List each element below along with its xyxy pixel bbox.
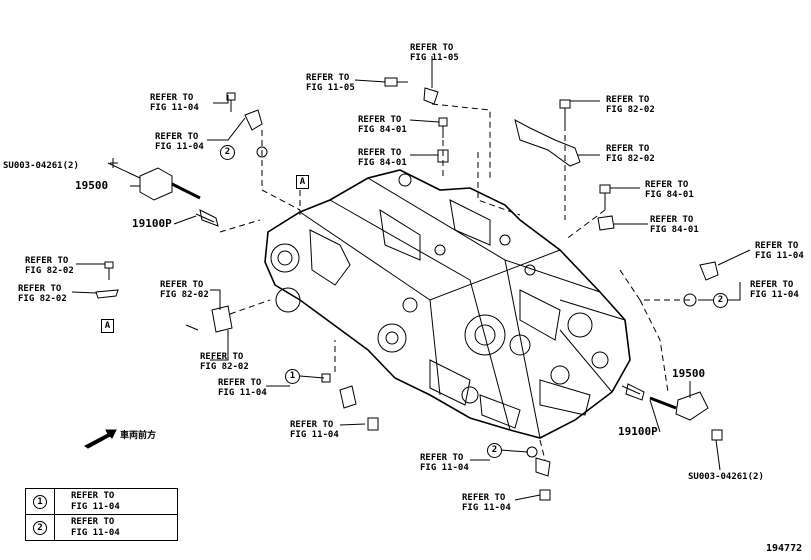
- callout-refer-fig-11-04-a: REFER TO FIG 11-04: [150, 93, 199, 113]
- legend-text-2: REFER TO FIG 11-04: [54, 514, 178, 541]
- part-number-coil-right: 19500: [672, 367, 706, 380]
- part-number-bolt-left: SU003-04261(2): [3, 161, 79, 171]
- legend-key-2: 2: [33, 520, 47, 535]
- legend-key-1: 1: [33, 494, 47, 509]
- part-number-plug-right: 19100P: [618, 425, 658, 438]
- marker-circle-1-lower: 1: [285, 369, 300, 384]
- callout-refer-fig-82-02-f: REFER TO FIG 82-02: [200, 352, 249, 372]
- callout-refer-fig-11-04-e: REFER TO FIG 11-04: [218, 378, 267, 398]
- legend-row: 2 REFER TO FIG 11-04: [25, 514, 178, 541]
- marker-circle-2-lower: 2: [487, 443, 502, 458]
- part-number-coil-left: 19500: [75, 179, 109, 192]
- direction-arrow: [84, 429, 117, 449]
- ignition-coil-left: [139, 167, 173, 201]
- callout-refer-fig-11-05-left: REFER TO FIG 11-05: [306, 73, 355, 93]
- diagram-code: 194772: [766, 543, 803, 554]
- marker-circle-2-right: 2: [713, 293, 728, 308]
- marker-a-top: A: [296, 175, 309, 189]
- bracket-right: [514, 119, 581, 167]
- legend-row: 1 REFER TO FIG 11-04: [25, 488, 178, 515]
- callout-refer-fig-82-02-b: REFER TO FIG 82-02: [606, 144, 655, 164]
- legend-text-1: REFER TO FIG 11-04: [54, 488, 178, 515]
- callout-refer-fig-11-04-f: REFER TO FIG 11-04: [290, 420, 339, 440]
- legend-table: 1 REFER TO FIG 11-04 2 REFER TO FIG 11-0…: [25, 488, 178, 541]
- callout-refer-fig-84-01-c: REFER TO FIG 84-01: [645, 180, 694, 200]
- callout-refer-fig-11-04-h: REFER TO FIG 11-04: [462, 493, 511, 513]
- ignition-coil-right: [675, 391, 709, 421]
- marker-a-left: A: [101, 319, 114, 333]
- spark-plug-left: [195, 209, 219, 227]
- callout-refer-fig-82-02-e: REFER TO FIG 82-02: [160, 280, 209, 300]
- callout-refer-fig-11-04-d: REFER TO FIG 11-04: [750, 280, 799, 300]
- callout-refer-fig-11-04-c: REFER TO FIG 11-04: [755, 241, 804, 261]
- callout-refer-fig-84-01-a: REFER TO FIG 84-01: [358, 115, 407, 135]
- callout-refer-fig-82-02-d: REFER TO FIG 82-02: [18, 284, 67, 304]
- callout-refer-fig-11-05-top: REFER TO FIG 11-05: [410, 43, 459, 63]
- callout-refer-fig-11-04-g: REFER TO FIG 11-04: [420, 453, 469, 473]
- part-number-bolt-right: SU003-04261(2): [688, 472, 764, 482]
- spark-plug-right: [621, 383, 645, 401]
- vehicle-front-label: 車両前方: [120, 431, 157, 441]
- marker-circle-2-left: 2: [220, 145, 235, 160]
- callout-refer-fig-82-02-c: REFER TO FIG 82-02: [25, 256, 74, 276]
- callout-refer-fig-84-01-b: REFER TO FIG 84-01: [358, 148, 407, 168]
- callout-refer-fig-84-01-d: REFER TO FIG 84-01: [650, 215, 699, 235]
- callout-refer-fig-11-04-b: REFER TO FIG 11-04: [155, 132, 204, 152]
- part-number-plug-left: 19100P: [132, 217, 172, 230]
- engine-block: [264, 169, 631, 439]
- callout-refer-fig-82-02-a: REFER TO FIG 82-02: [606, 95, 655, 115]
